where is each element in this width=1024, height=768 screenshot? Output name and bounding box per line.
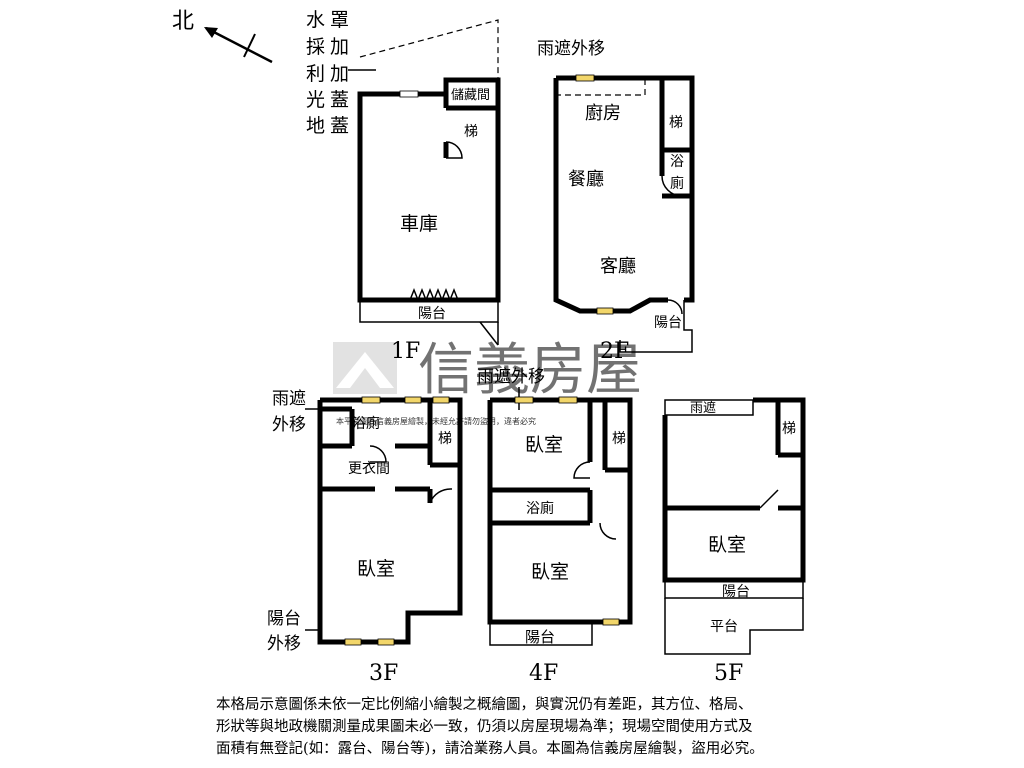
room-1f-storage: 儲藏間: [451, 88, 490, 103]
canopy-3f-a: 雨遮: [272, 389, 306, 409]
canopy-3f-b: 外移: [272, 415, 306, 435]
note-text: 水罩 採加 利加 光蓋 地蓋: [306, 9, 355, 137]
disclaimer-line-1: 本格局示意圖係未依一定比例縮小繪製之概繪圖，與實況仍有差距，其方位、格局、: [216, 697, 753, 713]
balcony-3f-a: 陽台: [267, 609, 301, 629]
room-4f-bedroom-bottom: 臥室: [531, 561, 569, 583]
floor-label-1f: 1F: [391, 339, 420, 364]
canopy-4f: 雨遮外移: [477, 367, 545, 387]
room-3f-bedroom: 臥室: [357, 558, 395, 580]
floor-2f: 雨遮外移 廚房 梯 浴 廁 餐廳 客廳 陽台 2F: [537, 39, 695, 364]
floor-label-4f: 4F: [529, 661, 558, 686]
brand-logo-icon: [333, 342, 397, 394]
room-5f-balcony: 陽台: [722, 584, 750, 600]
disclaimer-line-3: 面積有無登記(如：露台、陽台等)，請洽業務人員。本圖為信義房屋繪製，盜用必究。: [216, 741, 764, 757]
watermark-brand: 信義房屋: [418, 338, 642, 403]
room-2f-living: 客廳: [600, 256, 636, 277]
room-2f-dining: 餐廳: [568, 169, 604, 190]
skylight-cover-note: 水罩 採加 利加 光蓋 地蓋: [306, 9, 376, 137]
room-4f-bedroom-top: 臥室: [525, 434, 563, 456]
room-5f-terrace: 平台: [710, 619, 738, 635]
room-2f-stairs: 梯: [669, 115, 683, 131]
room-2f-bath-b: 廁: [670, 175, 684, 192]
room-4f-balcony: 陽台: [525, 628, 555, 646]
room-5f-canopy: 雨遮: [690, 400, 716, 416]
canopy-2f: 雨遮外移: [537, 39, 605, 59]
room-3f-stairs: 梯: [438, 431, 452, 447]
room-4f-bath: 浴廁: [526, 500, 554, 517]
room-1f-stairs: 梯: [464, 124, 478, 140]
room-5f-bedroom: 臥室: [708, 534, 746, 556]
room-1f-garage: 車庫: [400, 213, 438, 235]
room-2f-kitchen: 廚房: [585, 102, 621, 124]
floor-label-5f: 5F: [714, 661, 743, 686]
disclaimer-line-2: 形狀等與地政機關測量成果圖未必一致，仍須以房屋現場為準；現場空間使用方式及: [216, 719, 753, 735]
room-3f-closet: 更衣間: [348, 461, 390, 477]
floor-1f: 儲藏間 梯 車庫 陽台 1F: [357, 19, 501, 364]
room-4f-stairs: 梯: [612, 431, 626, 447]
north-compass: 北: [172, 9, 273, 64]
room-5f-stairs: 梯: [782, 421, 796, 437]
watermark: 信義房屋 本平面圖為信義房屋繪製，未經允許請勿盜用，違者必究: [333, 338, 642, 426]
watermark-fine-print: 本平面圖為信義房屋繪製，未經允許請勿盜用，違者必究: [336, 416, 536, 426]
room-2f-bath-a: 浴: [670, 154, 684, 170]
room-3f-bath: 浴廁: [352, 415, 380, 432]
floor-label-3f: 3F: [369, 661, 398, 686]
floor-4f: 雨遮外移 臥室 梯 浴廁 臥室 陽台 4F: [477, 367, 633, 686]
floor-label-2f: 2F: [600, 339, 629, 364]
room-2f-balcony: 陽台: [654, 315, 682, 331]
compass-north-label: 北: [172, 9, 194, 34]
balcony-3f-b: 外移: [267, 634, 301, 654]
floor-5f: 雨遮 梯 臥室 陽台 平台 5F: [662, 397, 806, 686]
compass-arrow-icon: [204, 27, 218, 38]
disclaimer-text: 本格局示意圖係未依一定比例縮小繪製之概繪圖，與實況仍有差距，其方位、格局、 形狀…: [216, 694, 856, 760]
floor-3f: 雨遮 外移 浴廁 梯 更衣間 臥室 陽台 外移 3F: [267, 389, 463, 686]
room-1f-balcony: 陽台: [418, 306, 446, 322]
